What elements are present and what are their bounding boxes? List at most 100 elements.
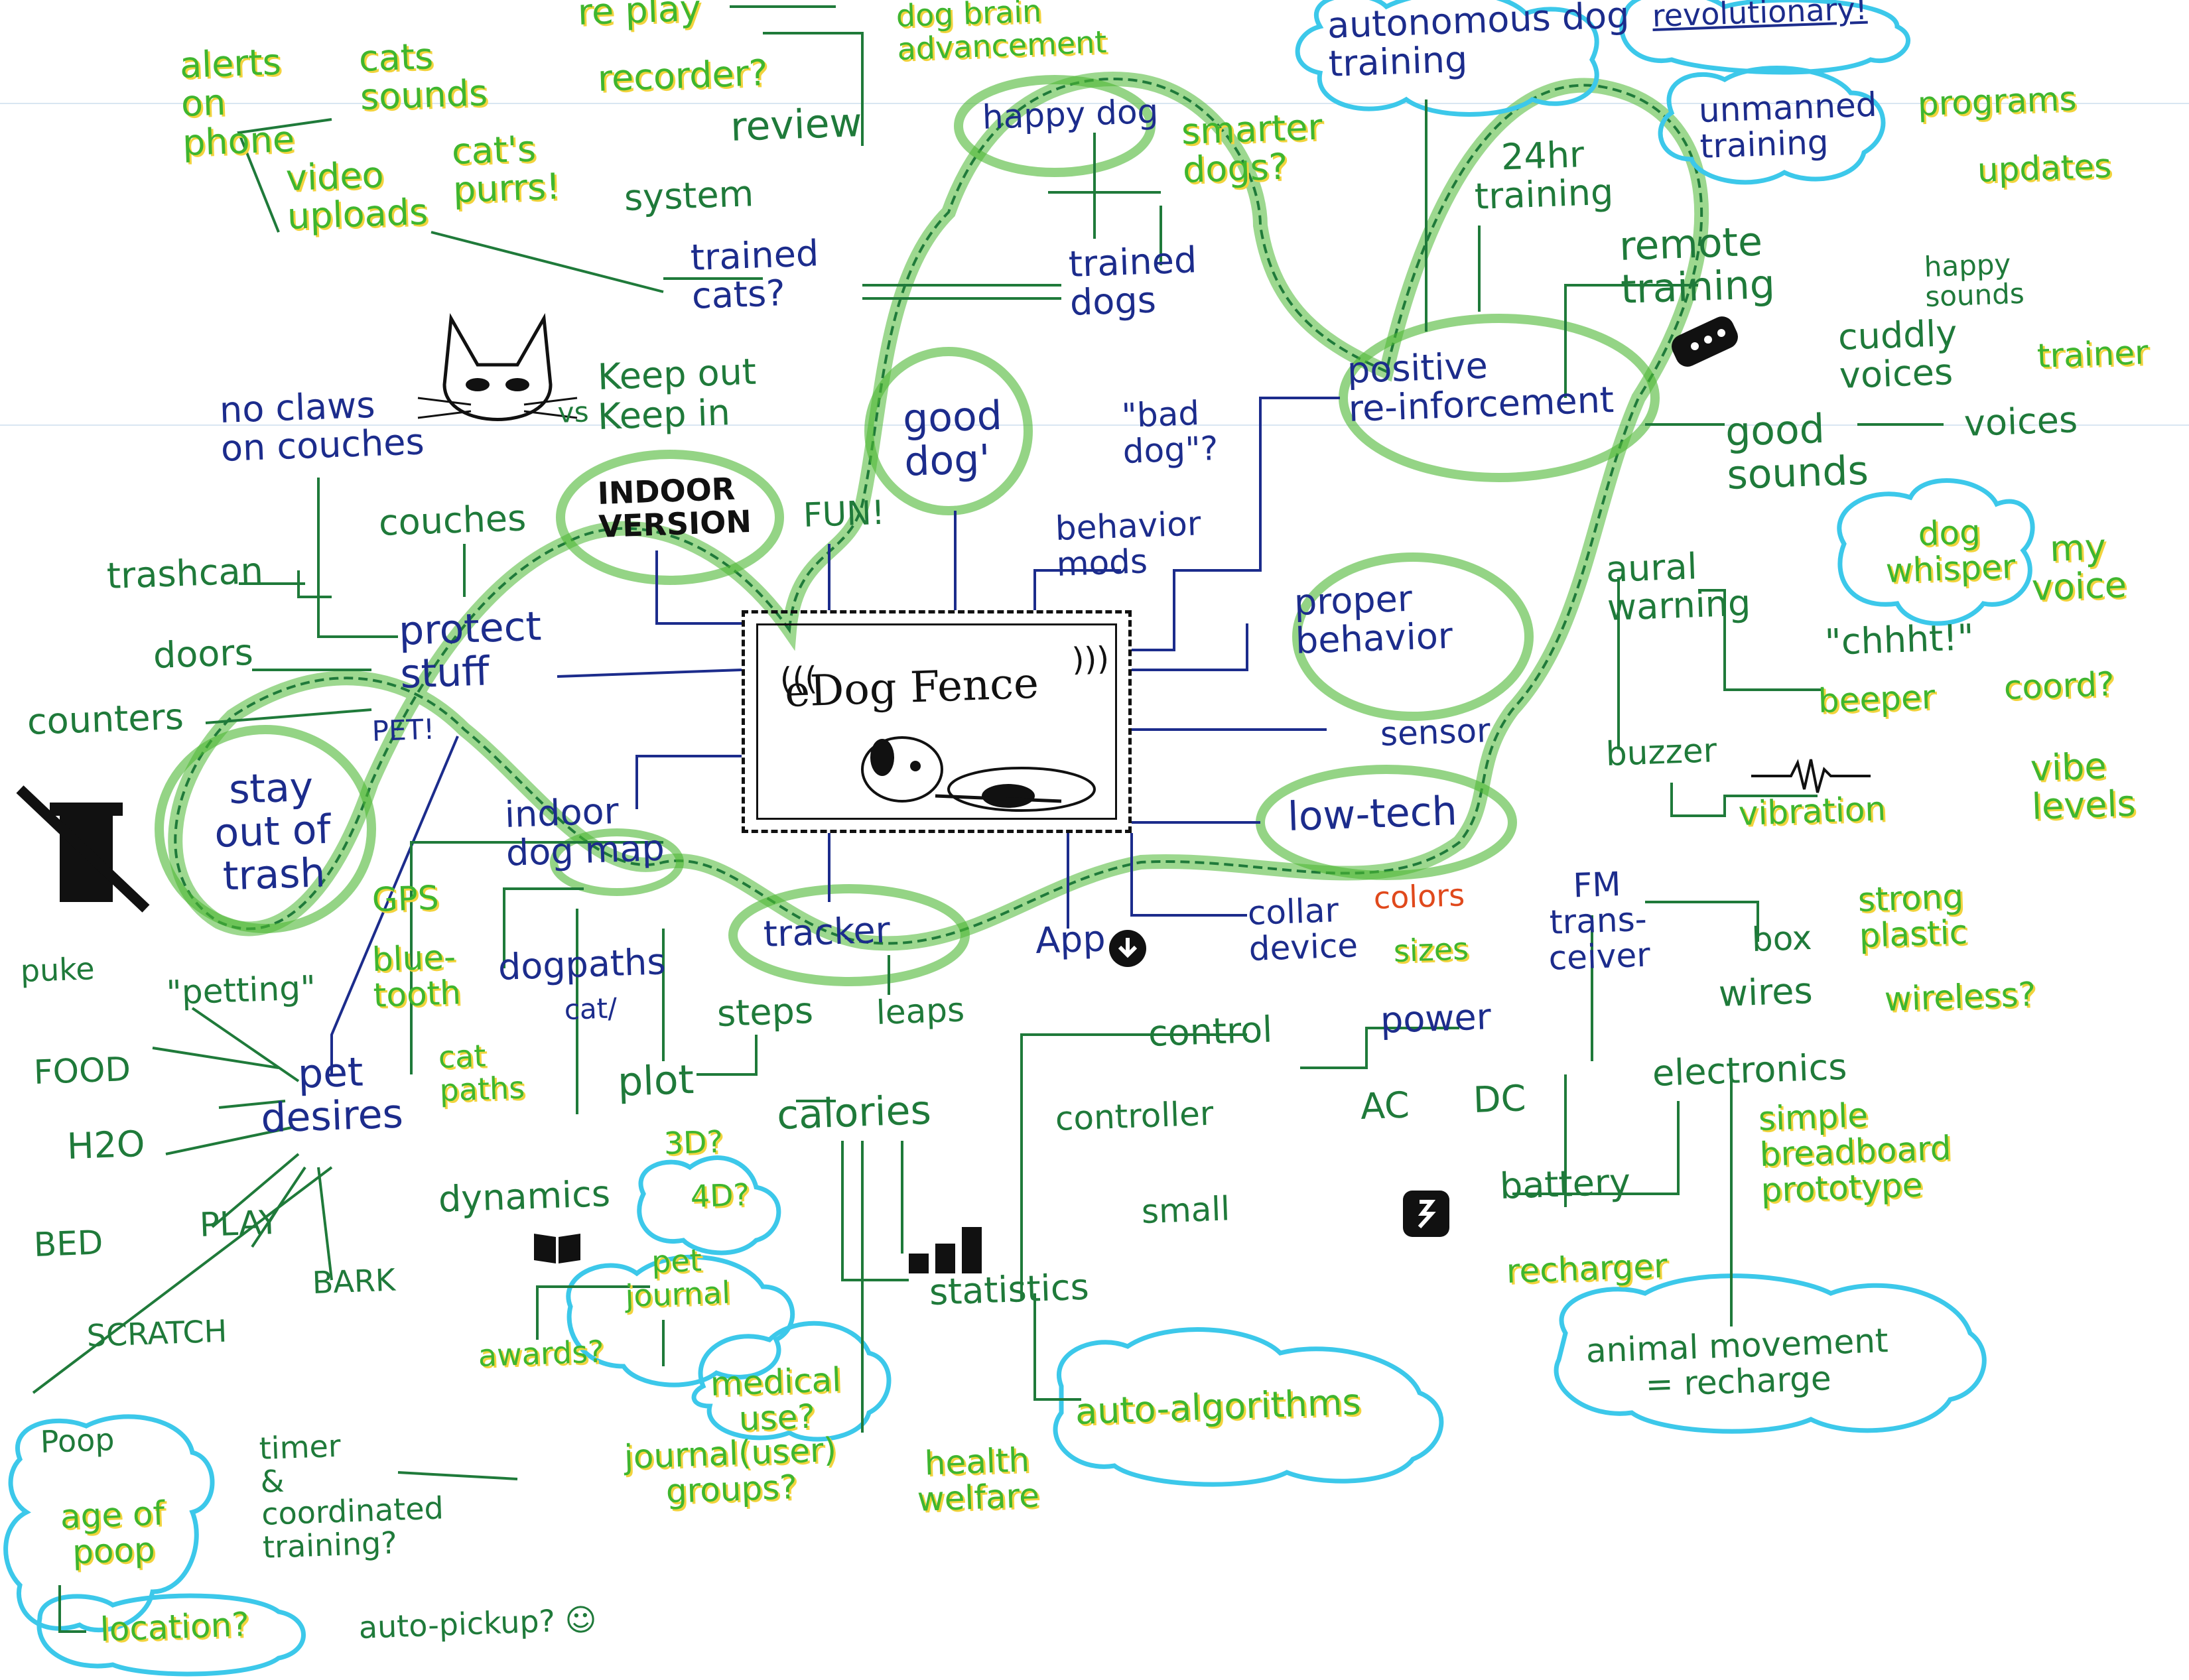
counters-label: counters <box>26 695 184 743</box>
dog-whisper-label: dog whisper <box>1885 512 2017 590</box>
ac-label: AC <box>1359 1084 1410 1128</box>
leaps-label: leaps <box>875 990 965 1032</box>
bubble-happy-dog <box>954 75 1156 177</box>
behavior-mods-label: behavior mods <box>1054 504 1202 584</box>
stay-out-of-trash-label: stay out of trash <box>214 763 332 900</box>
indoor-dog-map-label: indoor dog map <box>503 790 665 875</box>
bark-label: BARK <box>311 1261 396 1301</box>
animal-movement-label: animal movement = recharge <box>1585 1321 1889 1404</box>
timer-label: timer & coordinated training? <box>258 1427 444 1565</box>
bubble-dog-map <box>550 828 684 896</box>
fm-transceiver-label: FM trans- ceiver <box>1548 865 1651 978</box>
indoor-version-label: INDOOR VERSION <box>596 470 752 545</box>
recharger-label: recharger <box>1505 1246 1668 1291</box>
system-label: system <box>623 172 755 219</box>
dog-sketch-icon <box>861 736 1096 812</box>
clouds <box>3 0 2035 1677</box>
cats-purrs-label: cat's purrs! <box>450 127 561 212</box>
auto-pickup-label: auto-pickup? ☺ <box>358 1601 598 1646</box>
bubble-tracker <box>728 884 970 986</box>
vs-label: vs <box>557 395 590 429</box>
sound-wave-icon: ))) <box>1071 640 1110 678</box>
dogpaths-label: dogpaths <box>497 940 667 988</box>
control-label: control <box>1147 1008 1274 1055</box>
coord-label: coord? <box>2003 665 2115 707</box>
smarter-dogs-label: smarter dogs? <box>1180 105 1323 192</box>
cats-sounds-label: cats sounds <box>358 35 489 119</box>
h2o-label: H2O <box>66 1122 146 1167</box>
awards-label: awards? <box>477 1333 605 1374</box>
bubble-positive <box>1339 314 1660 482</box>
paper-rule <box>0 424 2189 426</box>
couches-label: couches <box>377 497 527 544</box>
cloud-medical <box>691 1321 892 1442</box>
remote-control-icon <box>1672 316 1738 367</box>
cuddly-voices-label: cuddly voices <box>1837 312 1958 397</box>
electronics-label: electronics <box>1651 1045 1848 1094</box>
bubble-indoor-version <box>556 450 784 585</box>
cloud-animal-movement <box>1554 1273 1987 1434</box>
no-claws-label: no claws on couches <box>218 383 425 470</box>
chhht-label: "chhht!" <box>1824 616 1975 663</box>
plot-label: plot <box>616 1056 695 1106</box>
paper-rule <box>0 103 2189 104</box>
positive-reinforcement-label: positive re-inforcement <box>1346 344 1615 430</box>
sound-wave-icon: ((( <box>779 660 819 698</box>
happy-sounds-label: happy sounds <box>1923 247 2025 314</box>
vibe-levels-label: vibe levels <box>2029 745 2137 828</box>
cloud-auto-algorithms <box>1053 1327 1444 1487</box>
cloud-revolutionary <box>1619 0 1910 75</box>
24hr-training-label: 24hr training <box>1473 133 1615 218</box>
health-welfare-label: health welfare <box>916 1441 1040 1519</box>
good-dog-label: good dog' <box>901 392 1003 485</box>
puke-label: puke <box>19 950 96 989</box>
small-label: small <box>1140 1189 1231 1231</box>
review-label: review <box>729 99 863 151</box>
food-label: FOOD <box>33 1049 131 1092</box>
medical-use-label: medical use? <box>709 1360 842 1439</box>
scratch-label: SCRATCH <box>86 1313 228 1354</box>
alerts-on-phone-label: alerts on phone <box>178 40 296 164</box>
cloud-autonomous <box>1295 0 1599 117</box>
bluetooth-label: blue- tooth <box>371 937 462 1015</box>
remote-training-label: remote training <box>1618 218 1776 313</box>
programs-label: programs <box>1916 79 2078 123</box>
unmanned-training-label: unmanned training <box>1697 85 1878 166</box>
proper-behavior-label: proper behavior <box>1293 577 1454 663</box>
beeper-label: beeper <box>1817 677 1936 720</box>
cloud-dynamics <box>637 1155 781 1256</box>
wireless-label: wireless? <box>1883 975 2037 1019</box>
petting-label: "petting" <box>165 968 316 1012</box>
bar-chart-icon <box>909 1227 982 1273</box>
trained-cats-label: trained cats? <box>689 232 820 318</box>
keep-in-label: Keep in <box>596 391 731 438</box>
bubble-stay-out-of-trash <box>155 725 376 933</box>
bubble-proper-behavior <box>1292 552 1534 721</box>
download-icon <box>1109 930 1146 967</box>
cloud-dog-whisper <box>1837 478 2035 626</box>
edog-fence-inner-frame <box>756 623 1117 820</box>
box-label: box <box>1751 918 1813 959</box>
keep-out-label: Keep out <box>596 350 757 398</box>
trainer-label: trainer <box>2036 333 2149 375</box>
poop-label: Poop <box>39 1421 115 1460</box>
sizes-label: sizes <box>1392 931 1469 969</box>
trashcan-label: trashcan <box>105 549 264 597</box>
tracker-label: tracker <box>762 909 891 955</box>
statistics-label: statistics <box>928 1265 1090 1313</box>
good-sounds-label: good sounds <box>1724 405 1869 499</box>
journal-groups-label: journal(user) groups? <box>623 1430 837 1511</box>
trained-dogs-label: trained dogs <box>1067 239 1198 324</box>
recorder-label: recorder? <box>596 52 769 99</box>
blue-connectors <box>330 397 1340 1074</box>
pet-journal-label: pet journal <box>624 1242 731 1314</box>
no-trash-icon <box>16 785 150 913</box>
autonomous-training-label: autonomous dog training <box>1326 0 1630 86</box>
cat-paths-label: cat paths <box>437 1037 525 1108</box>
colors-label: colors <box>1372 877 1465 916</box>
pet-desires-label: pet desires <box>260 1049 404 1142</box>
cat-slash-label: cat/ <box>563 992 618 1026</box>
bad-dog-label: "bad dog"? <box>1120 393 1219 471</box>
steps-label: steps <box>716 989 814 1035</box>
